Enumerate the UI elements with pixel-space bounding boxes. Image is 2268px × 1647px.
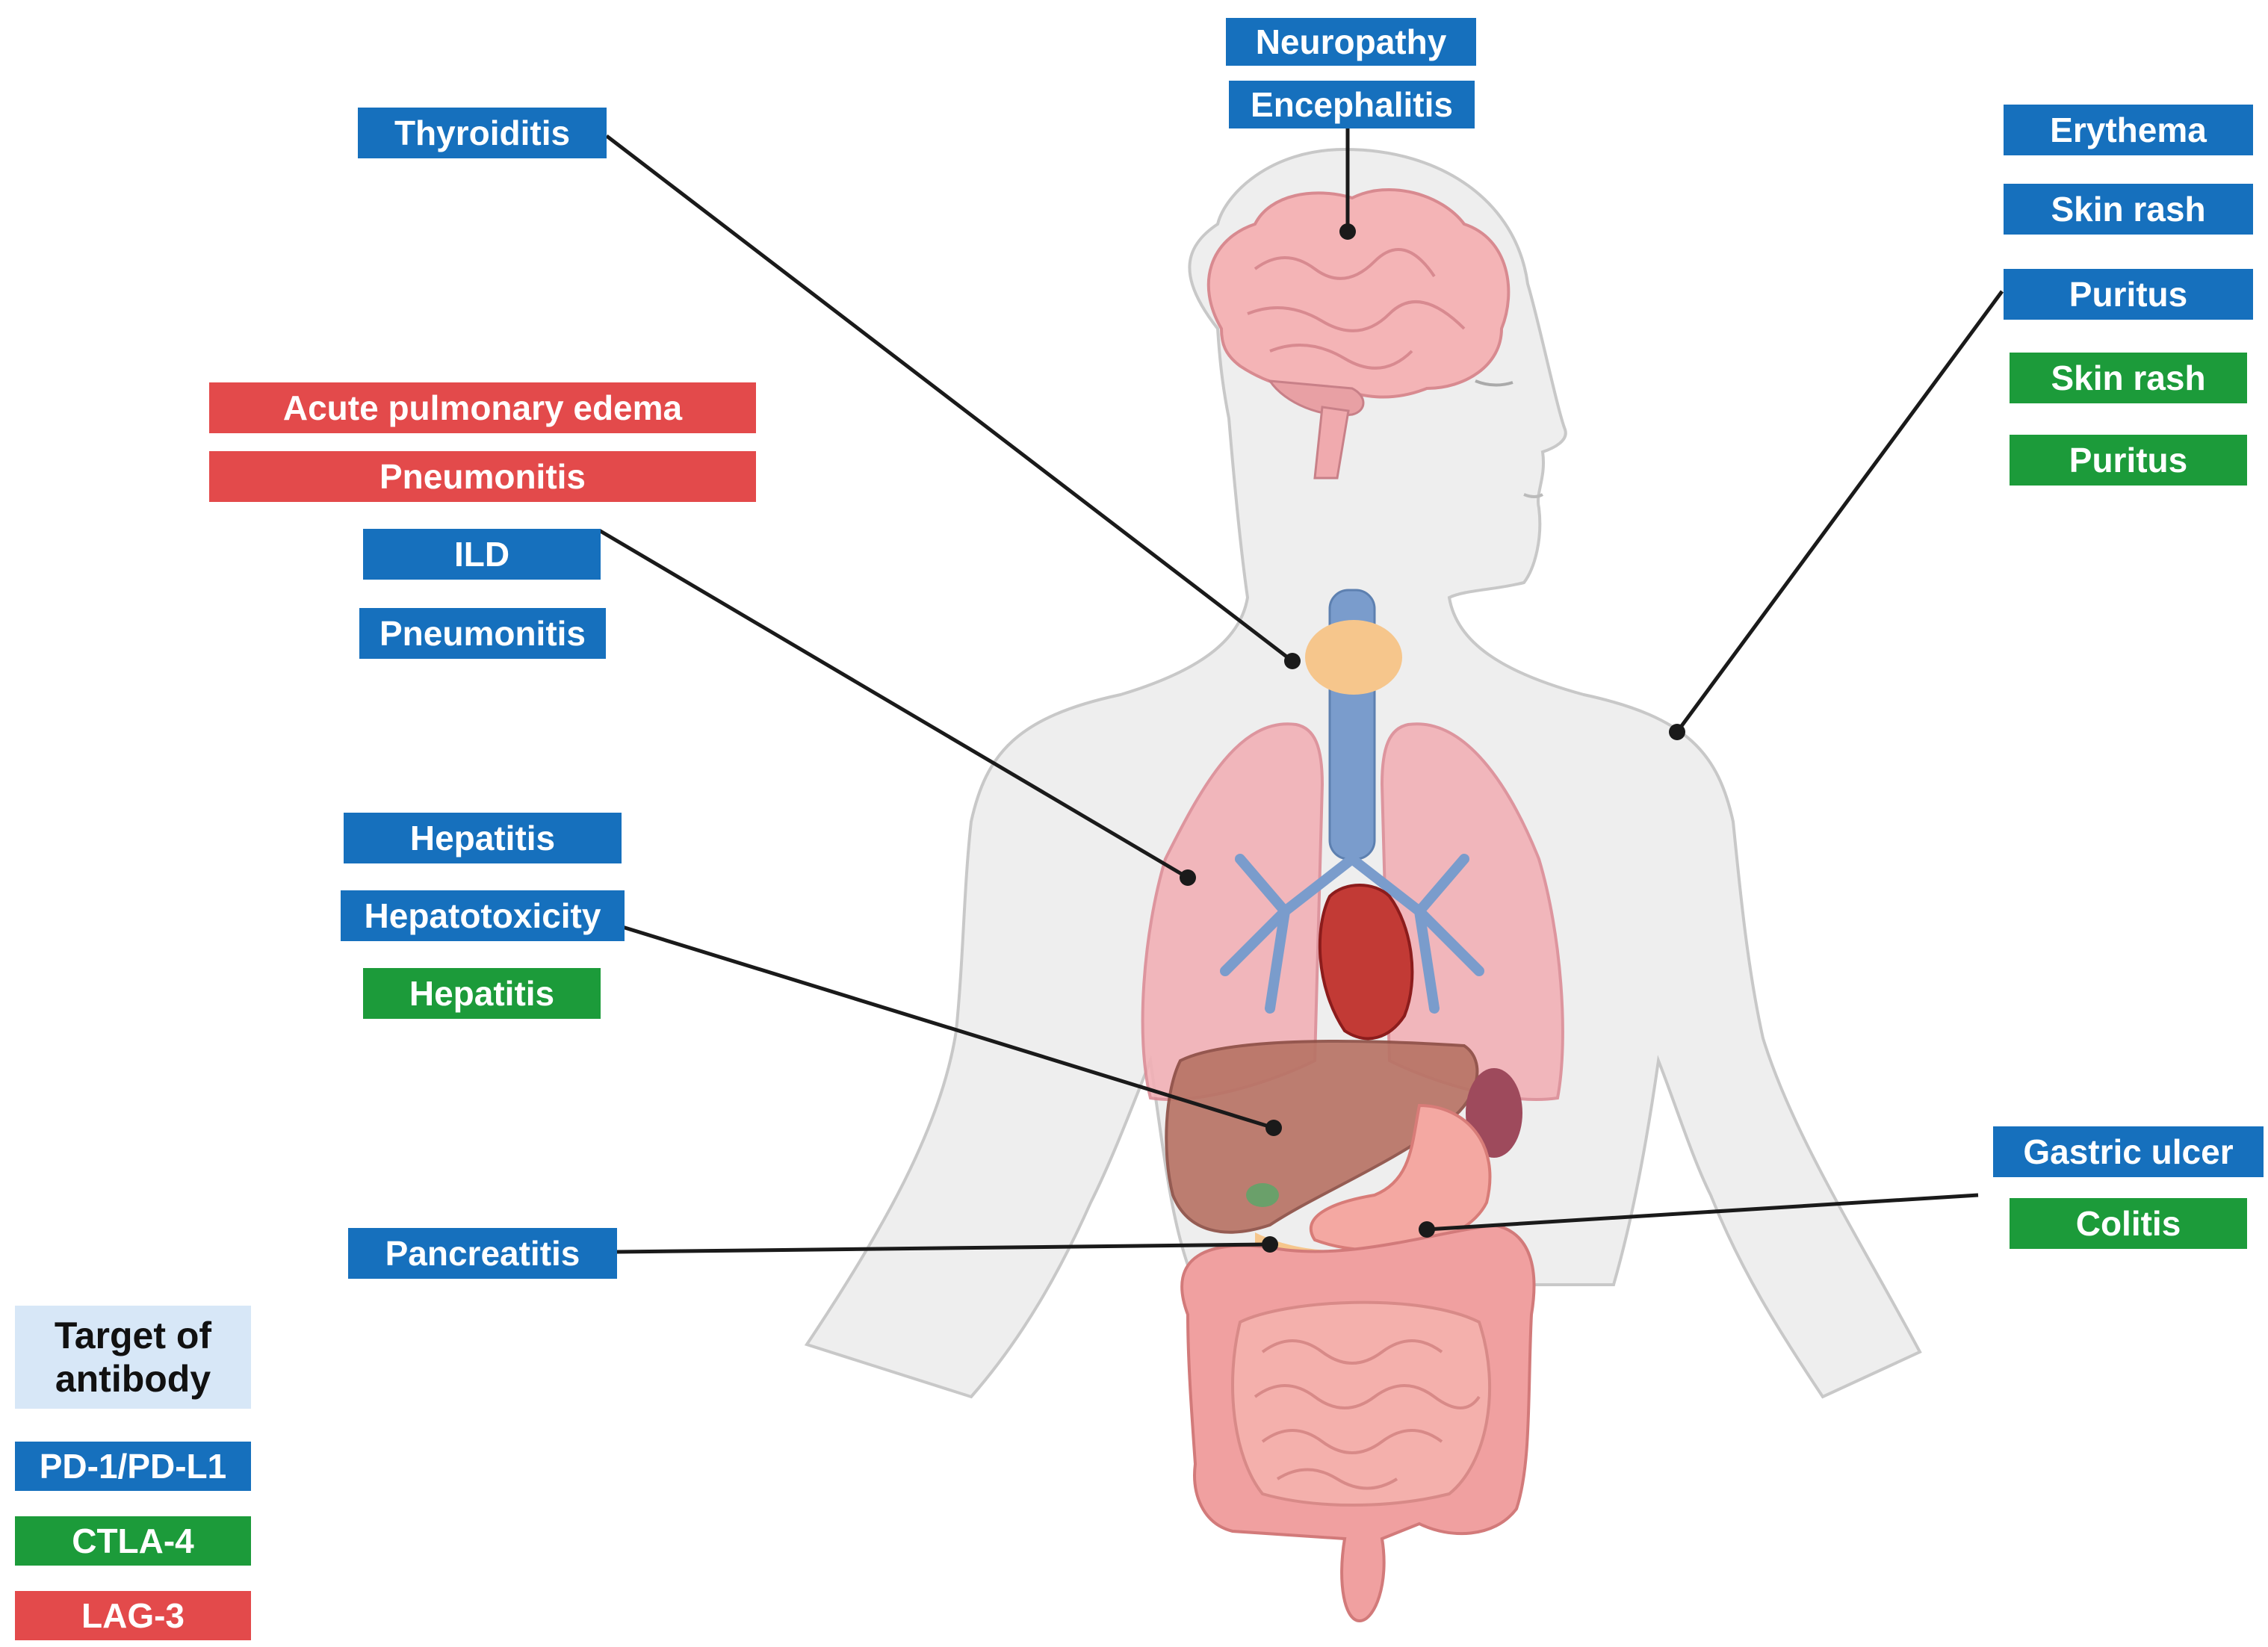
brain-folds [1247, 248, 1466, 370]
label-hepatotoxicity: Hepatotoxicity [341, 890, 625, 941]
leader-thyroid [605, 134, 1294, 663]
label-gastric-ulcer: Gastric ulcer [1993, 1126, 2264, 1177]
legend-item-lag3: LAG-3 [15, 1591, 251, 1640]
label-hepatitis-ctla4: Hepatitis [363, 968, 601, 1019]
lips [1523, 493, 1544, 498]
label-puritus-pd1: Puritus [2004, 269, 2253, 320]
legend-title-line1: Target of [54, 1315, 212, 1356]
legend-item-pd1: PD-1/PD-L1 [15, 1442, 251, 1491]
legend-item-ctla4: CTLA-4 [15, 1516, 251, 1566]
legend-title: Target of antibody [15, 1306, 251, 1409]
liver [1165, 1040, 1479, 1234]
intestine-loops [1254, 1339, 1481, 1490]
leader-lines [598, 127, 2004, 1254]
heart [1318, 884, 1414, 1040]
label-erythema: Erythema [2004, 105, 2253, 155]
right-lung [1380, 722, 1564, 1101]
thyroid [1305, 620, 1402, 695]
leader-dots [1180, 223, 1685, 1253]
leader-colon [1426, 1193, 1979, 1232]
label-skin-rash-ctla4: Skin rash [2010, 353, 2247, 403]
label-puritus-ctla4: Puritus [2010, 435, 2247, 486]
leader-liver [619, 924, 1274, 1130]
label-skin-rash-pd1: Skin rash [2004, 184, 2253, 235]
brainstem [1313, 406, 1350, 480]
label-pancreatitis: Pancreatitis [348, 1228, 617, 1279]
label-encephalitis: Encephalitis [1229, 81, 1475, 128]
legend-title-line2: antibody [55, 1358, 211, 1400]
left-lung [1141, 722, 1324, 1101]
gallbladder [1246, 1183, 1279, 1207]
closed-eye [1475, 379, 1513, 387]
label-pneumonitis-pd1: Pneumonitis [359, 608, 606, 659]
label-hepatitis-pd1: Hepatitis [344, 813, 622, 863]
leader-skin [1675, 290, 2004, 733]
stomach [1309, 1103, 1492, 1252]
label-thyroiditis: Thyroiditis [358, 108, 607, 158]
bronchi [1220, 854, 1484, 1014]
label-neuropathy: Neuropathy [1226, 18, 1476, 66]
label-ild: ILD [363, 529, 601, 580]
label-colitis: Colitis [2010, 1198, 2247, 1249]
label-pneumonitis-lag3: Pneumonitis [209, 451, 756, 502]
label-acute-pulmonary-edema: Acute pulmonary edema [209, 382, 756, 433]
leader-pancreas [616, 1242, 1271, 1254]
leader-lung [598, 528, 1189, 880]
